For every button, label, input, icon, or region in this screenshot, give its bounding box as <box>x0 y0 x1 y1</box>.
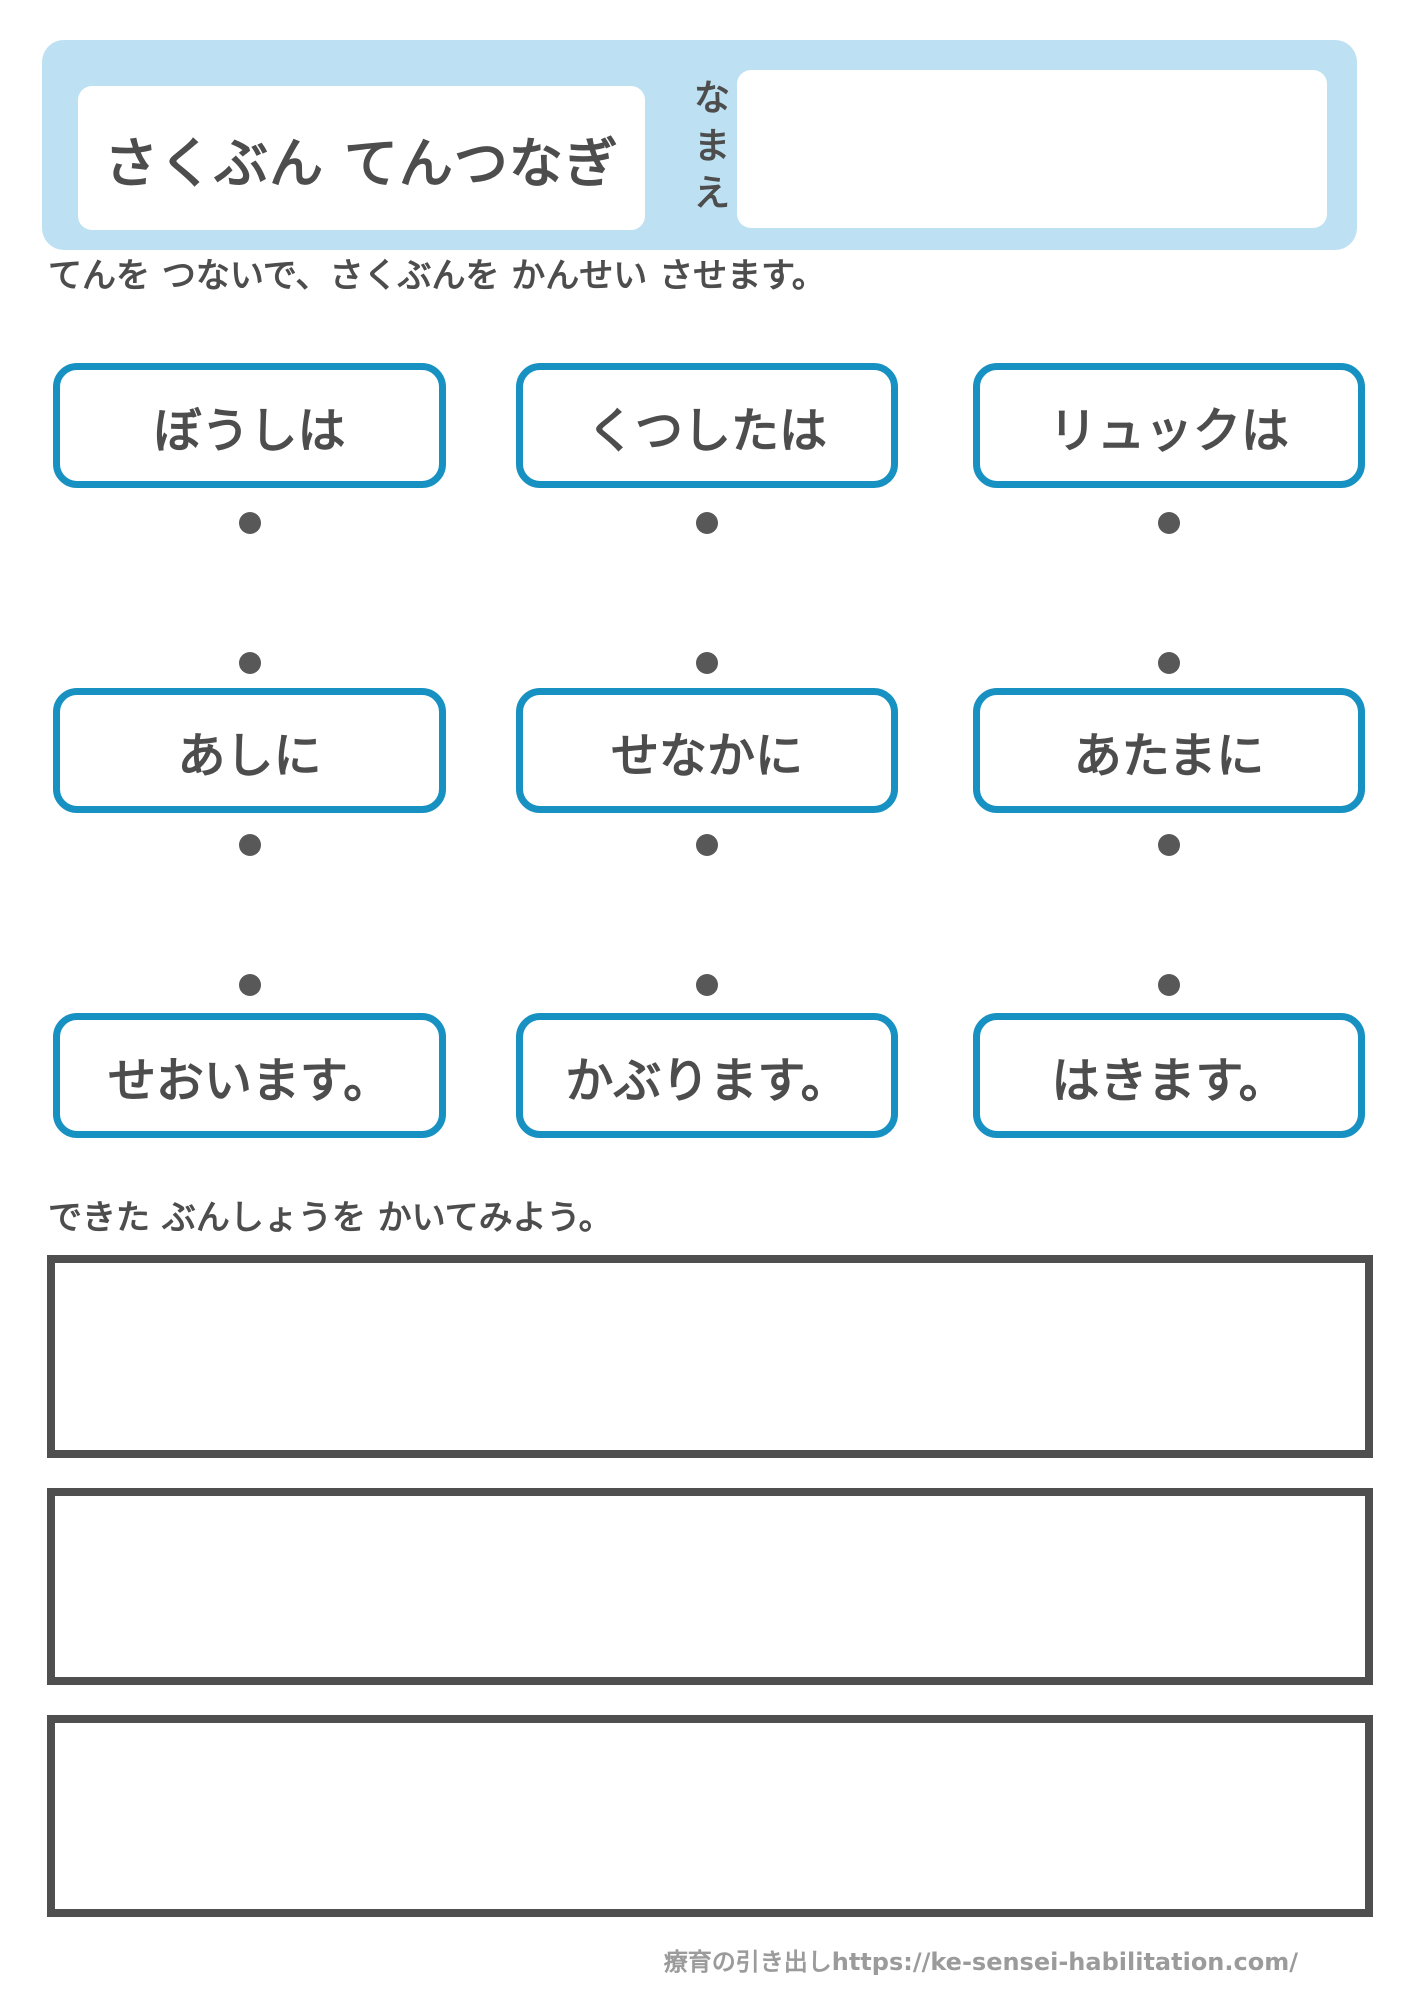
page-title: さくぶん てんつなぎ <box>78 86 645 230</box>
footer-credit: 療育の引き出しhttps://ke-sensei-habilitation.co… <box>663 1948 1298 1976</box>
word-box-r3-c1: せおいます。 <box>53 1013 446 1138</box>
connect-dot-above-r2-c2[interactable] <box>696 652 718 674</box>
name-label-char: え <box>693 173 730 215</box>
name-label-char: な <box>693 78 730 119</box>
word-box-label: はきます。 <box>1051 1052 1287 1109</box>
word-box-r1-c1: ぼうしは <box>53 363 446 488</box>
connect-dot-below-r1-c1[interactable] <box>239 512 261 534</box>
word-box-label: かぶります。 <box>565 1052 849 1109</box>
word-box-r2-c3: あたまに <box>973 688 1365 813</box>
answer-box-1[interactable] <box>47 1255 1373 1458</box>
word-box-label: ぼうしは <box>153 402 346 459</box>
word-box-r1-c3: リュックは <box>973 363 1365 488</box>
name-input-field[interactable] <box>737 70 1327 228</box>
header: さくぶん てんつなぎ な ま え <box>42 40 1357 250</box>
word-box-label: せおいます。 <box>107 1052 392 1109</box>
connect-dot-below-r2-c3[interactable] <box>1158 834 1180 856</box>
word-box-label: あしに <box>177 727 322 784</box>
name-label-char: ま <box>693 125 730 167</box>
answer-box-3[interactable] <box>47 1715 1373 1917</box>
word-box-r2-c2: せなかに <box>516 688 898 813</box>
answer-box-2[interactable] <box>47 1488 1373 1685</box>
word-box-label: せなかに <box>610 727 803 784</box>
word-box-r3-c3: はきます。 <box>973 1013 1365 1138</box>
connect-dot-above-r2-c1[interactable] <box>239 652 261 674</box>
word-box-r1-c2: くつしたは <box>516 363 898 488</box>
name-label: な ま え <box>690 75 734 218</box>
word-box-label: あたまに <box>1073 727 1265 784</box>
connect-dot-below-r1-c2[interactable] <box>696 512 718 534</box>
connect-dot-above-r3-c2[interactable] <box>696 974 718 996</box>
word-box-r3-c2: かぶります。 <box>516 1013 898 1138</box>
word-box-label: くつしたは <box>586 402 827 459</box>
word-box-label: リュックは <box>1048 402 1289 459</box>
writing-section-label: できた ぶんしょうを かいてみよう。 <box>48 1198 613 1238</box>
connect-dot-above-r3-c3[interactable] <box>1158 974 1180 996</box>
connect-dot-above-r3-c1[interactable] <box>239 974 261 996</box>
connect-dot-below-r1-c3[interactable] <box>1158 512 1180 534</box>
instruction-text: てんを つないで、さくぶんを かんせい させます。 <box>48 256 826 296</box>
connect-dot-below-r2-c2[interactable] <box>696 834 718 856</box>
word-box-r2-c1: あしに <box>53 688 446 813</box>
connect-dot-above-r2-c3[interactable] <box>1158 652 1180 674</box>
connect-dot-below-r2-c1[interactable] <box>239 834 261 856</box>
